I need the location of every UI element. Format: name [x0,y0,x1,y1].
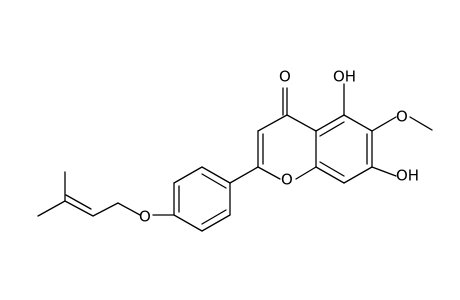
atom-label-7-hydroxyl: OH [396,167,419,185]
bond-c7-c8 [343,166,373,184]
atom-label-ring-oxygen: O [281,171,293,189]
bond-c4-c3 [257,114,288,132]
bond-c2prime-c3prime [173,166,203,184]
bond-c4prime-c5prime [173,214,203,232]
bond-o1-c8a [295,166,317,180]
bond-c5prime-c6prime [201,214,231,232]
bond-c2-c1prime [229,166,259,184]
atom-label-layer: O OH O OH O O [139,68,419,226]
bond-ch2-ch [92,202,119,217]
bond-ch-c [64,200,94,217]
bond-c4a-c5-double [319,121,345,137]
bond-ome-methyl [409,116,433,131]
bond-c2-o1 [257,166,281,180]
bond-c6-ome [371,116,397,132]
bond-c7-oh [371,166,397,177]
bond-c8-c8a-double [319,161,345,177]
bond-c8-c8a [315,166,345,184]
bond-c5-c6 [343,114,373,132]
bond-c1prime-c2prime-double [201,173,227,189]
bond-ether-o-ch2 [117,202,141,216]
atom-label-ether-oxygen: O [139,208,151,226]
bond-c4a-c5 [315,114,345,132]
bond-ch-c-double [65,194,92,210]
atom-label-5-hydroxyl: OH [333,68,356,86]
atom-label-methoxy-oxygen: O [396,108,408,126]
bond-c5prime-c6prime-double [201,209,227,225]
bond-c4-c4a [286,114,317,132]
bond-layer [37,83,433,232]
atom-label-carbonyl-oxygen: O [279,68,291,86]
bond-c-methyl-left [37,200,66,217]
bond-c1prime-c2prime [201,166,231,184]
